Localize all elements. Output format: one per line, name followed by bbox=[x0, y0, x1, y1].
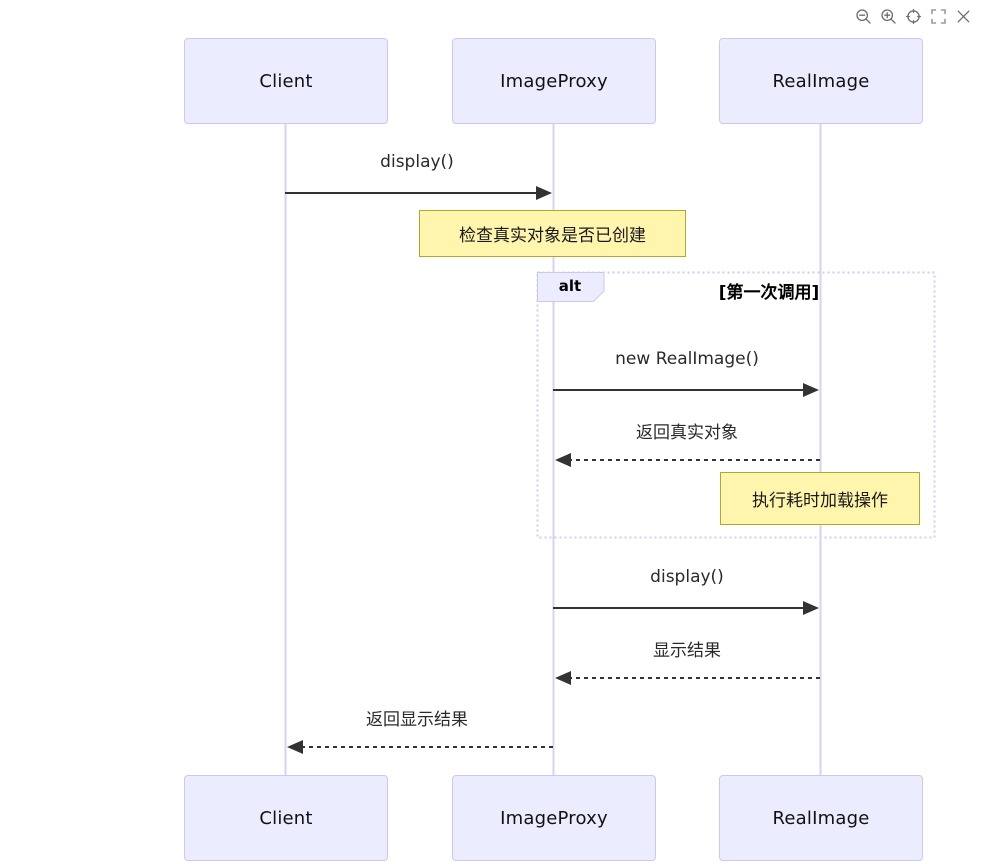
message-arrowhead-5 bbox=[555, 671, 571, 685]
note-check-real-object: 检查真实对象是否已创建 bbox=[419, 210, 686, 257]
participant-realimage-bottom[interactable]: RealImage bbox=[719, 775, 923, 861]
participant-client-top[interactable]: Client bbox=[184, 38, 388, 124]
note-text: 执行耗时加载操作 bbox=[752, 491, 888, 511]
message-label-return-real-object: 返回真实对象 bbox=[636, 423, 738, 443]
message-arrowhead-1 bbox=[536, 186, 552, 200]
participant-label: ImageProxy bbox=[500, 70, 608, 92]
message-label-new-realimage: new RealImage() bbox=[615, 349, 759, 369]
reset-view-icon bbox=[905, 8, 922, 25]
participant-label: RealImage bbox=[772, 807, 870, 829]
note-heavy-loading: 执行耗时加载操作 bbox=[720, 472, 920, 525]
participant-label: ImageProxy bbox=[500, 807, 608, 829]
participant-imageproxy-top[interactable]: ImageProxy bbox=[452, 38, 656, 124]
zoom-in-button[interactable] bbox=[879, 7, 898, 26]
zoom-out-button[interactable] bbox=[854, 7, 873, 26]
alt-frame-condition: [第一次调用] bbox=[718, 283, 820, 303]
zoom-out-icon bbox=[856, 9, 871, 24]
message-arrowhead-4 bbox=[803, 601, 819, 615]
message-arrowhead-6 bbox=[287, 740, 303, 754]
message-arrowhead-3 bbox=[555, 453, 571, 467]
alt-frame-label: alt bbox=[558, 277, 582, 295]
reset-view-button[interactable] bbox=[904, 7, 923, 26]
message-arrowhead-2 bbox=[803, 383, 819, 397]
participant-realimage-top[interactable]: RealImage bbox=[719, 38, 923, 124]
alt-frame-border bbox=[536, 271, 936, 539]
viewer-toolbar bbox=[854, 7, 973, 26]
participant-client-bottom[interactable]: Client bbox=[184, 775, 388, 861]
message-label-display-2: display() bbox=[650, 567, 724, 587]
message-label-display-1: display() bbox=[380, 152, 454, 172]
note-text: 检查真实对象是否已创建 bbox=[459, 226, 646, 246]
fullscreen-icon bbox=[931, 9, 946, 24]
participant-label: Client bbox=[259, 70, 313, 92]
close-button[interactable] bbox=[954, 7, 973, 26]
close-icon bbox=[957, 10, 970, 23]
participant-label: Client bbox=[259, 807, 313, 829]
zoom-in-icon bbox=[881, 9, 896, 24]
participant-label: RealImage bbox=[772, 70, 870, 92]
fullscreen-button[interactable] bbox=[929, 7, 948, 26]
participant-imageproxy-bottom[interactable]: ImageProxy bbox=[452, 775, 656, 861]
message-label-return-display-result: 返回显示结果 bbox=[366, 710, 468, 730]
message-label-show-result: 显示结果 bbox=[653, 641, 721, 661]
alt-frame-label-shape bbox=[537, 272, 605, 302]
